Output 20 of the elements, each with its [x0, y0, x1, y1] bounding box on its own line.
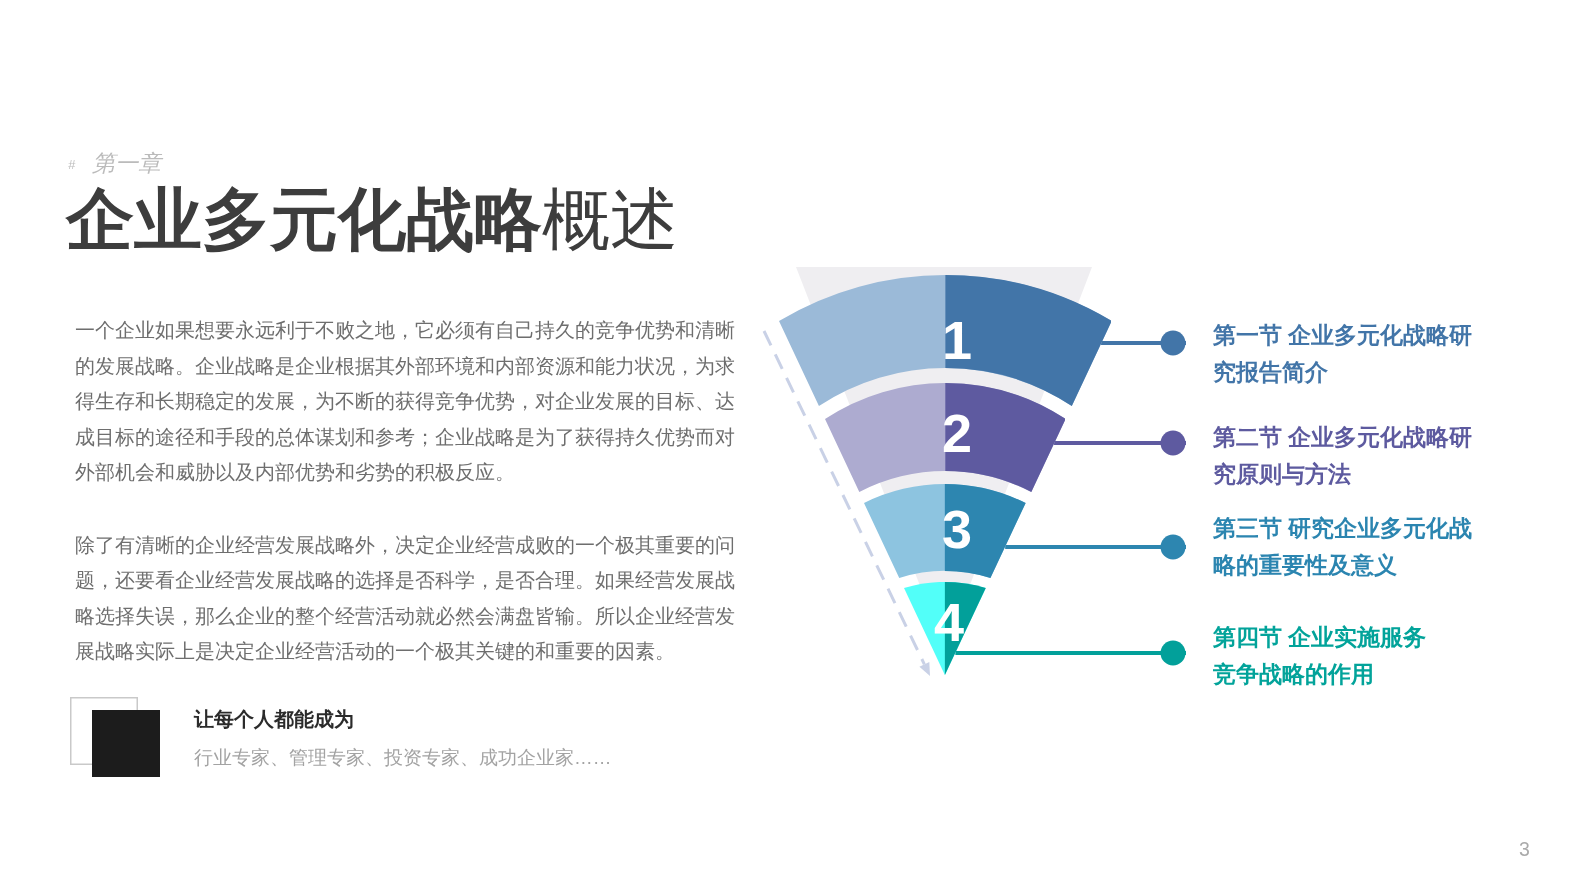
segment-number: 1	[941, 313, 972, 367]
segment-number: 4	[933, 595, 964, 649]
slogan-subtext: 行业专家、管理专家、投资专家、成功企业家……	[194, 746, 612, 770]
leader-line	[1101, 330, 1186, 356]
body-paragraph: 除了有清晰的企业经营发展战略外，决定企业经营成败的一个极其重要的问题，还要看企业经营发展战略的选择是否科学，是否合理。如果经营发展战略选择失误，那么企业的整个经营活动就必然会满盘皆输。所以企业经营发展战略实际上是决定企业经营活动的一个极其关键的和重要的因素。	[75, 533, 736, 665]
section-heading: 第一节 企业多元化战略研究报告简介	[1213, 320, 1474, 387]
section-heading: 第三节 研究企业多元化战略的重要性及意义	[1213, 513, 1474, 580]
section-heading: 第四节 企业实施服务竞争战略的作用	[1213, 622, 1428, 689]
body-paragraph: 一个企业如果想要永远利于不败之地，它必须有自己持久的竞争优势和清晰的发展战略。企业战略是企业根据其外部环境和内部资源和能力状况，为求得生存和长期稳定的发展，为不断的获得竞争优势，对企业发展的目标、达成目标的途径和手段的总体谋划和参考；企业战略是为了获得持久优势而对外部机会和威胁以及内部优势和劣势的积极反应。	[75, 318, 736, 485]
hash-symbol: #	[68, 157, 76, 173]
leader-line	[1005, 534, 1186, 560]
leader-line	[1054, 430, 1186, 456]
segment-number: 3	[941, 502, 972, 556]
slogan-heading: 让每个人都能成为	[194, 708, 354, 732]
leader-line	[955, 640, 1186, 666]
chapter-label: 第一章	[92, 149, 161, 177]
chapter-title: 企业多元化战略概述	[66, 179, 678, 259]
page-number: 3	[1519, 837, 1530, 862]
section-heading: 第二节 企业多元化战略研究原则与方法	[1213, 422, 1474, 489]
segment-number: 2	[941, 406, 972, 460]
